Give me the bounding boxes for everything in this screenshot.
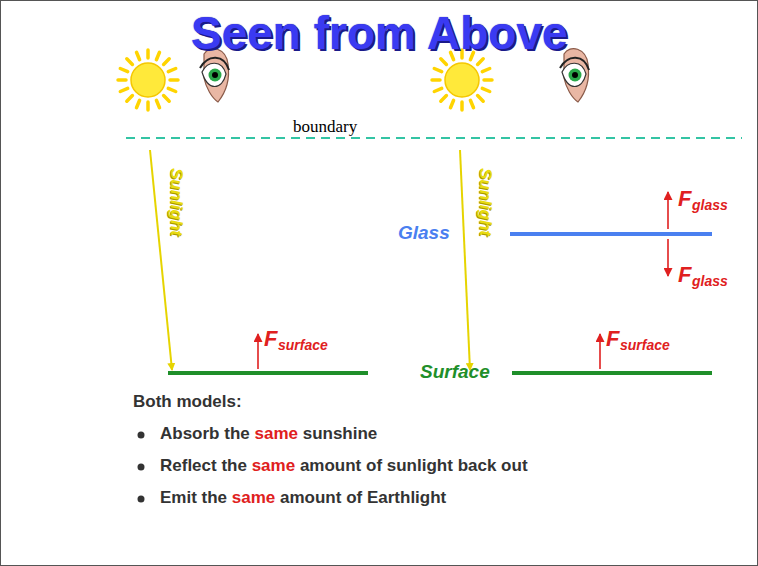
flux-subscript: glass	[692, 273, 728, 289]
glass-label: Glass	[398, 222, 450, 244]
slide-title: Seen from Above	[191, 6, 568, 60]
flux-symbol: F	[678, 262, 691, 288]
sun-icon	[118, 50, 178, 110]
sunlight-label: Sunlight	[475, 168, 495, 236]
surface-line	[512, 371, 712, 375]
glass-line	[510, 232, 712, 236]
section-heading: Both models:	[133, 392, 242, 412]
flux-arrow	[257, 334, 259, 369]
bullet-text: Reflect the same amount of sunlight back…	[160, 456, 528, 476]
flux-subscript: surface	[278, 337, 328, 353]
bullet-dot	[138, 464, 145, 471]
flux-symbol: F	[678, 186, 691, 212]
sunlight-ray	[460, 150, 470, 370]
sunlight-label: Sunlight	[166, 168, 186, 236]
flux-symbol: F	[606, 326, 619, 352]
flux-arrow	[599, 334, 601, 369]
bullet-text: Emit the same amount of Earthlight	[160, 488, 446, 508]
bullet-text: Absorb the same sunshine	[160, 424, 377, 444]
surface-line	[168, 371, 368, 375]
flux-subscript: surface	[620, 337, 670, 353]
bullet-dot	[138, 496, 145, 503]
flux-subscript: glass	[692, 197, 728, 213]
bullet-dot	[138, 432, 145, 439]
boundary-line	[126, 137, 742, 139]
surface-label: Surface	[420, 361, 490, 383]
flux-symbol: F	[264, 326, 277, 352]
boundary-label: boundary	[293, 117, 357, 137]
flux-arrow	[667, 192, 669, 229]
flux-arrow	[667, 239, 669, 276]
